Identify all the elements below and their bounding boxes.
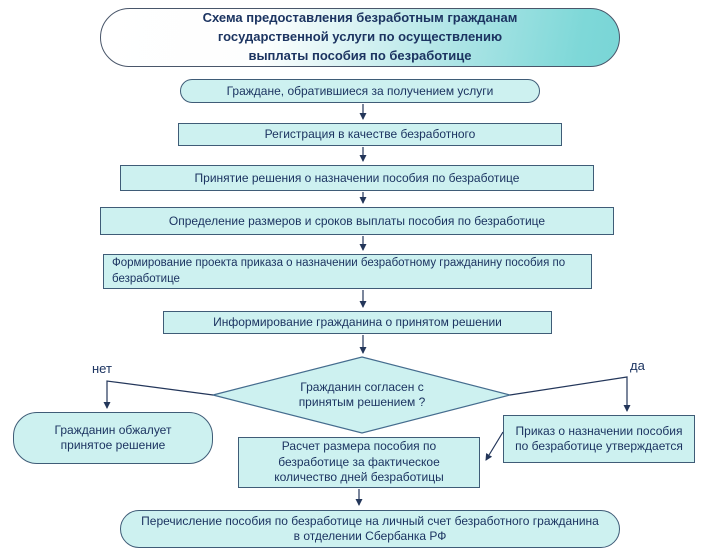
node-calculation: Расчет размера пособия по безработице за… xyxy=(238,437,480,488)
node-transfer: Перечисление пособия по безработице на л… xyxy=(120,510,620,548)
node-registration: Регистрация в качестве безработного xyxy=(178,123,562,146)
node-applicants: Граждане, обратившиеся за получением усл… xyxy=(180,79,540,103)
node-agree-question: Гражданин согласен с принятым решением ? xyxy=(298,380,426,409)
branch-label-no: нет xyxy=(92,361,112,376)
node-order-approved: Приказ о назначении пособия по безработи… xyxy=(503,415,695,463)
node-appeal: Гражданин обжалует принятое решение xyxy=(13,412,213,464)
node-informing: Информирование гражданина о принятом реш… xyxy=(163,311,552,334)
decision-diamond-shape xyxy=(212,356,511,434)
node-determination: Определение размеров и сроков выплаты по… xyxy=(100,207,614,235)
arrow-no-branch xyxy=(103,380,214,409)
node-decision-making: Принятие решения о назначении пособия по… xyxy=(120,165,594,191)
node-title: Схема предоставления безработным граждан… xyxy=(100,8,620,67)
arrow-order-to-calculation xyxy=(485,431,504,461)
arrow-yes-branch xyxy=(509,376,631,412)
branch-label-yes: да xyxy=(630,358,645,373)
node-draft-order: Формирование проекта приказа о назначени… xyxy=(103,254,592,289)
